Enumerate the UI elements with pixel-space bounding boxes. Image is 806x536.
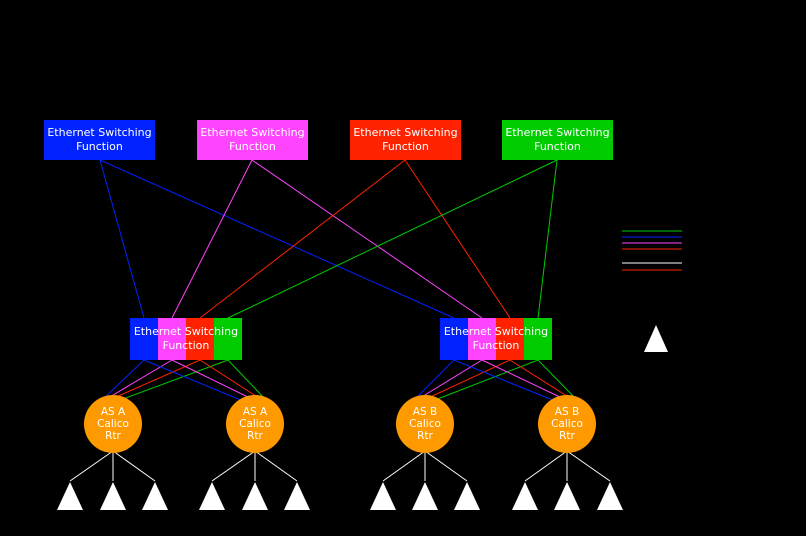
host-triangle <box>284 482 310 510</box>
host-triangle <box>142 482 168 510</box>
esf-segment-green <box>524 318 552 360</box>
esf-segment-magenta <box>468 318 496 360</box>
esf-top-green: Ethernet Switching Function <box>502 120 613 160</box>
esf-top-blue: Ethernet Switching Function <box>44 120 155 160</box>
host-triangle <box>454 482 480 510</box>
router-to-host-links <box>69 450 611 482</box>
host-triangle <box>199 482 225 510</box>
legend-host-triangle <box>644 325 668 352</box>
mid-to-router-links <box>100 359 578 402</box>
esf-segment-magenta <box>158 318 186 360</box>
host-triangle <box>100 482 126 510</box>
host-triangle <box>370 482 396 510</box>
router-as-b-1: AS B Calico Rtr <box>396 395 454 453</box>
esf-segment-blue <box>130 318 158 360</box>
host-triangle <box>597 482 623 510</box>
host-triangle <box>512 482 538 510</box>
host-triangle <box>242 482 268 510</box>
router-as-a-2: AS A Calico Rtr <box>226 395 284 453</box>
esf-segment-blue <box>440 318 468 360</box>
host-triangle <box>412 482 438 510</box>
esf-mid-right-label: Ethernet Switching Function <box>443 325 549 352</box>
esf-segment-red <box>186 318 214 360</box>
esf-mid-right: Ethernet Switching Function <box>440 318 552 360</box>
router-as-b-2: AS B Calico Rtr <box>538 395 596 453</box>
legend-lines <box>622 230 682 271</box>
esf-top-red: Ethernet Switching Function <box>350 120 461 160</box>
host-triangle <box>554 482 580 510</box>
top-to-mid-links <box>99 159 558 319</box>
host-triangle <box>57 482 83 510</box>
router-as-a-1: AS A Calico Rtr <box>84 395 142 453</box>
esf-segment-red <box>496 318 524 360</box>
esf-segment-green <box>214 318 242 360</box>
esf-top-magenta: Ethernet Switching Function <box>197 120 308 160</box>
esf-mid-left-label: Ethernet Switching Function <box>133 325 239 352</box>
esf-mid-left: Ethernet Switching Function <box>130 318 242 360</box>
